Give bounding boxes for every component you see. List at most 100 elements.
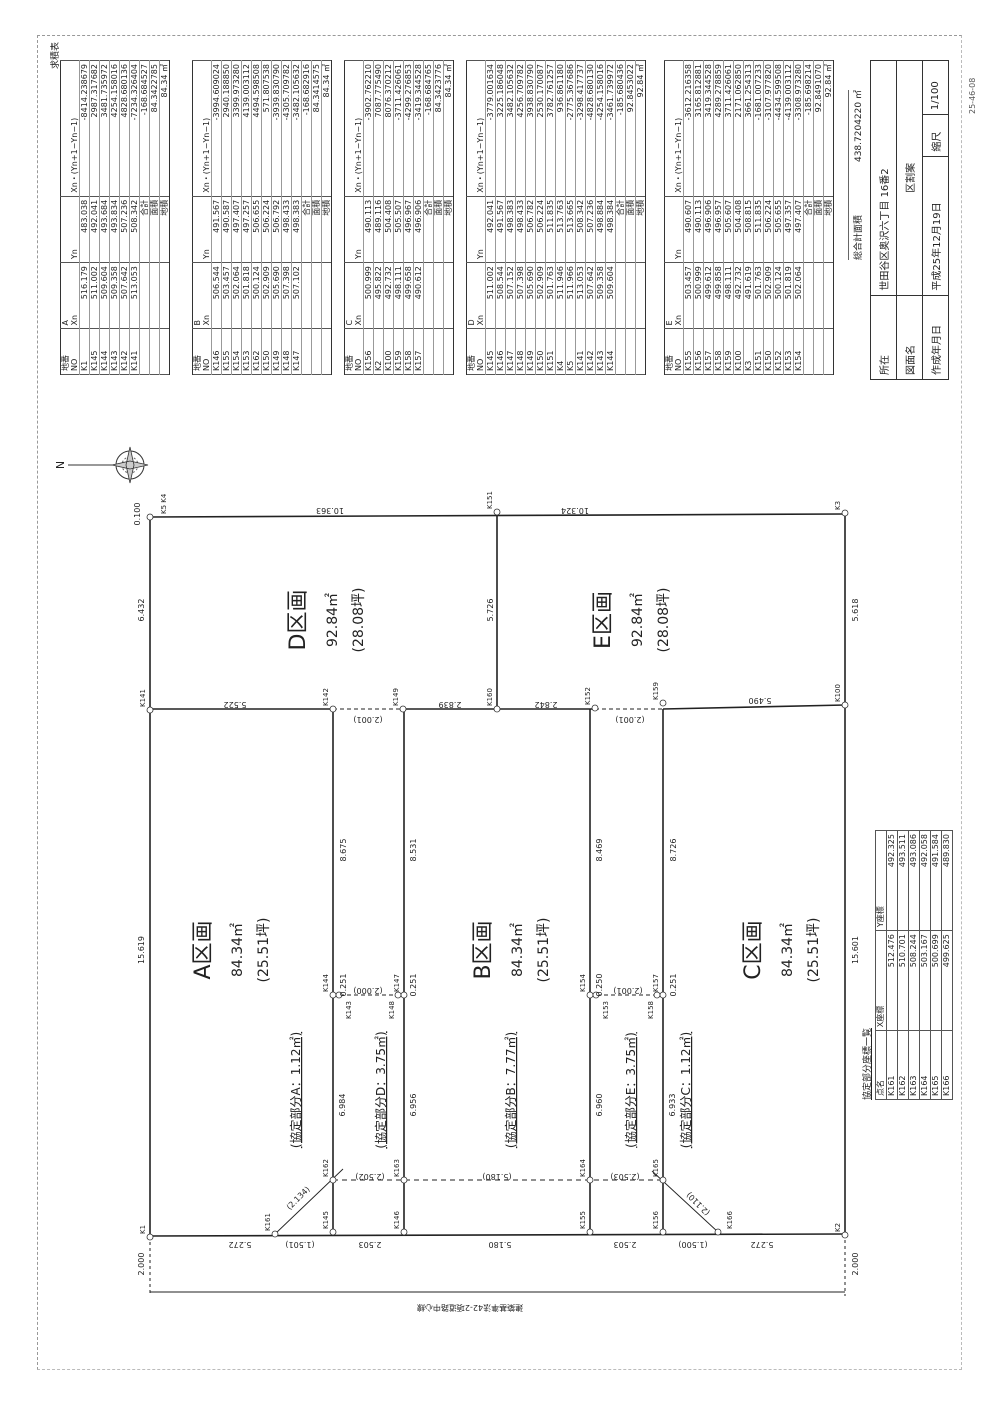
point-label: K163 xyxy=(393,1159,401,1177)
dimension-label: 2.503 xyxy=(614,1240,637,1249)
dimension-label: 6.984 xyxy=(338,1094,347,1117)
dimension-label: (2.503) xyxy=(610,1172,639,1181)
dimension-label: 8.675 xyxy=(339,839,348,862)
survey-point-marker xyxy=(329,1176,337,1184)
dimension-label: (2.134) xyxy=(285,1185,312,1212)
survey-point-marker xyxy=(586,1176,594,1184)
dimension-label: 8.531 xyxy=(409,839,418,862)
dimension-label: 5.272 xyxy=(229,1240,252,1249)
dimension-label: 5.618 xyxy=(851,599,860,622)
survey-point-marker xyxy=(592,991,600,999)
agreement-part-label: (協定部分B：7.77㎡) xyxy=(503,1032,518,1148)
point-label: K165 xyxy=(652,1159,660,1177)
survey-point-marker xyxy=(493,508,501,516)
dimension-label: 15.619 xyxy=(137,936,146,964)
dimension-label: 0.250 xyxy=(595,974,604,997)
survey-point-marker xyxy=(400,1228,408,1236)
dimension-label: (2.502) xyxy=(355,1172,384,1181)
lot-title: D区画 xyxy=(286,590,311,651)
survey-point-marker xyxy=(841,1231,849,1239)
dimension-label: 10.363 xyxy=(316,506,344,515)
dimension-label: 2.000 xyxy=(851,1253,860,1276)
agreement-part-label: (協定部分D：3.75㎡) xyxy=(373,1031,388,1148)
road-center-label: 建築基準法42-2項道路中心線 xyxy=(417,1303,523,1313)
dimension-label: 5.490 xyxy=(749,696,772,705)
boundary-south xyxy=(149,1233,846,1237)
point-label: K151 xyxy=(486,491,494,509)
survey-point-marker xyxy=(653,991,661,999)
point-label: K154 xyxy=(579,974,587,992)
survey-point-marker xyxy=(586,1228,594,1236)
survey-point-marker xyxy=(841,701,849,709)
dimension-label: 5.726 xyxy=(486,599,495,622)
dimension-label: 8.726 xyxy=(669,839,678,862)
agreement-part-label: (協定部分E：3.75㎡) xyxy=(623,1032,638,1148)
point-label: K148 xyxy=(388,1001,396,1019)
survey-point-marker xyxy=(591,704,599,712)
survey-point-marker xyxy=(400,991,408,999)
point-label: K144 xyxy=(322,974,330,992)
dimension-label: 6.432 xyxy=(137,599,146,622)
point-label: K159 xyxy=(652,682,660,700)
dimension-label: 15.601 xyxy=(851,936,860,964)
dimension-label: 2.000 xyxy=(137,1253,146,1276)
point-label: K1 xyxy=(139,1225,147,1234)
point-label: K145 xyxy=(322,1211,330,1229)
point-label: K146 xyxy=(393,1211,401,1229)
point-label: K155 xyxy=(579,1211,587,1229)
lot-area: 84.34㎡ xyxy=(230,923,246,977)
dimension-label: 2.842 xyxy=(535,700,558,709)
lot-area: 84.34㎡ xyxy=(510,923,526,977)
survey-point-marker xyxy=(659,991,667,999)
survey-point-marker xyxy=(400,1176,408,1184)
boundary-line xyxy=(662,704,846,710)
dimension-label: (2.001) xyxy=(613,986,642,995)
lot-title: C区画 xyxy=(741,920,766,979)
agreement-part-label: (協定部分C：1.12㎡) xyxy=(678,1032,693,1148)
dimension-label: 6.933 xyxy=(668,1094,677,1117)
lot-tsubo: (28.08坪) xyxy=(351,587,367,652)
survey-point-marker xyxy=(659,699,667,707)
point-label: K100 xyxy=(834,684,842,702)
lot-tsubo: (25.51坪) xyxy=(536,917,552,982)
lot-title: A区画 xyxy=(191,920,216,979)
survey-point-marker xyxy=(146,1233,154,1241)
dimension-label: (1.500) xyxy=(678,1240,707,1249)
dimension-label: 0.100 xyxy=(133,503,142,526)
lot-title: E区画 xyxy=(591,591,616,649)
point-label: K164 xyxy=(579,1159,587,1177)
dimension-label: 10.324 xyxy=(561,506,589,515)
point-label: K160 xyxy=(486,688,494,706)
point-label: K166 xyxy=(726,1211,734,1229)
lot-area: 92.84㎡ xyxy=(325,593,341,647)
point-label: K147 xyxy=(393,974,401,992)
survey-point-marker xyxy=(146,513,154,521)
dimension-label: 2.503 xyxy=(359,1240,382,1249)
point-label: K5 K4 xyxy=(160,493,168,514)
dimension-label: (5.180) xyxy=(482,1172,511,1181)
lot-area: 92.84㎡ xyxy=(630,593,646,647)
survey-point-marker xyxy=(399,705,407,713)
survey-point-marker xyxy=(659,1176,667,1184)
point-label: K161 xyxy=(264,1213,272,1231)
survey-point-marker xyxy=(493,705,501,713)
point-label: K142 xyxy=(322,688,330,706)
survey-point-marker xyxy=(841,509,849,517)
lot-tsubo: (25.51坪) xyxy=(256,917,272,982)
dimension-label: 0.251 xyxy=(669,974,678,997)
dimension-label: (2.001) xyxy=(353,715,382,724)
compass-icon: N xyxy=(54,446,149,484)
dimension-label: 0.251 xyxy=(339,974,348,997)
dimension-label: (2.000) xyxy=(353,986,382,995)
lot-title: B区画 xyxy=(471,920,496,979)
point-label: K149 xyxy=(392,688,400,706)
survey-point-marker xyxy=(714,1228,722,1236)
dimension-label: 6.960 xyxy=(595,1094,604,1117)
dimension-label: 5.522 xyxy=(224,700,247,709)
dimension-label: (1.501) xyxy=(285,1240,314,1249)
survey-point-marker xyxy=(329,705,337,713)
survey-point-marker xyxy=(586,991,594,999)
dimension-label: 5.272 xyxy=(751,1240,774,1249)
point-label: K162 xyxy=(322,1159,330,1177)
